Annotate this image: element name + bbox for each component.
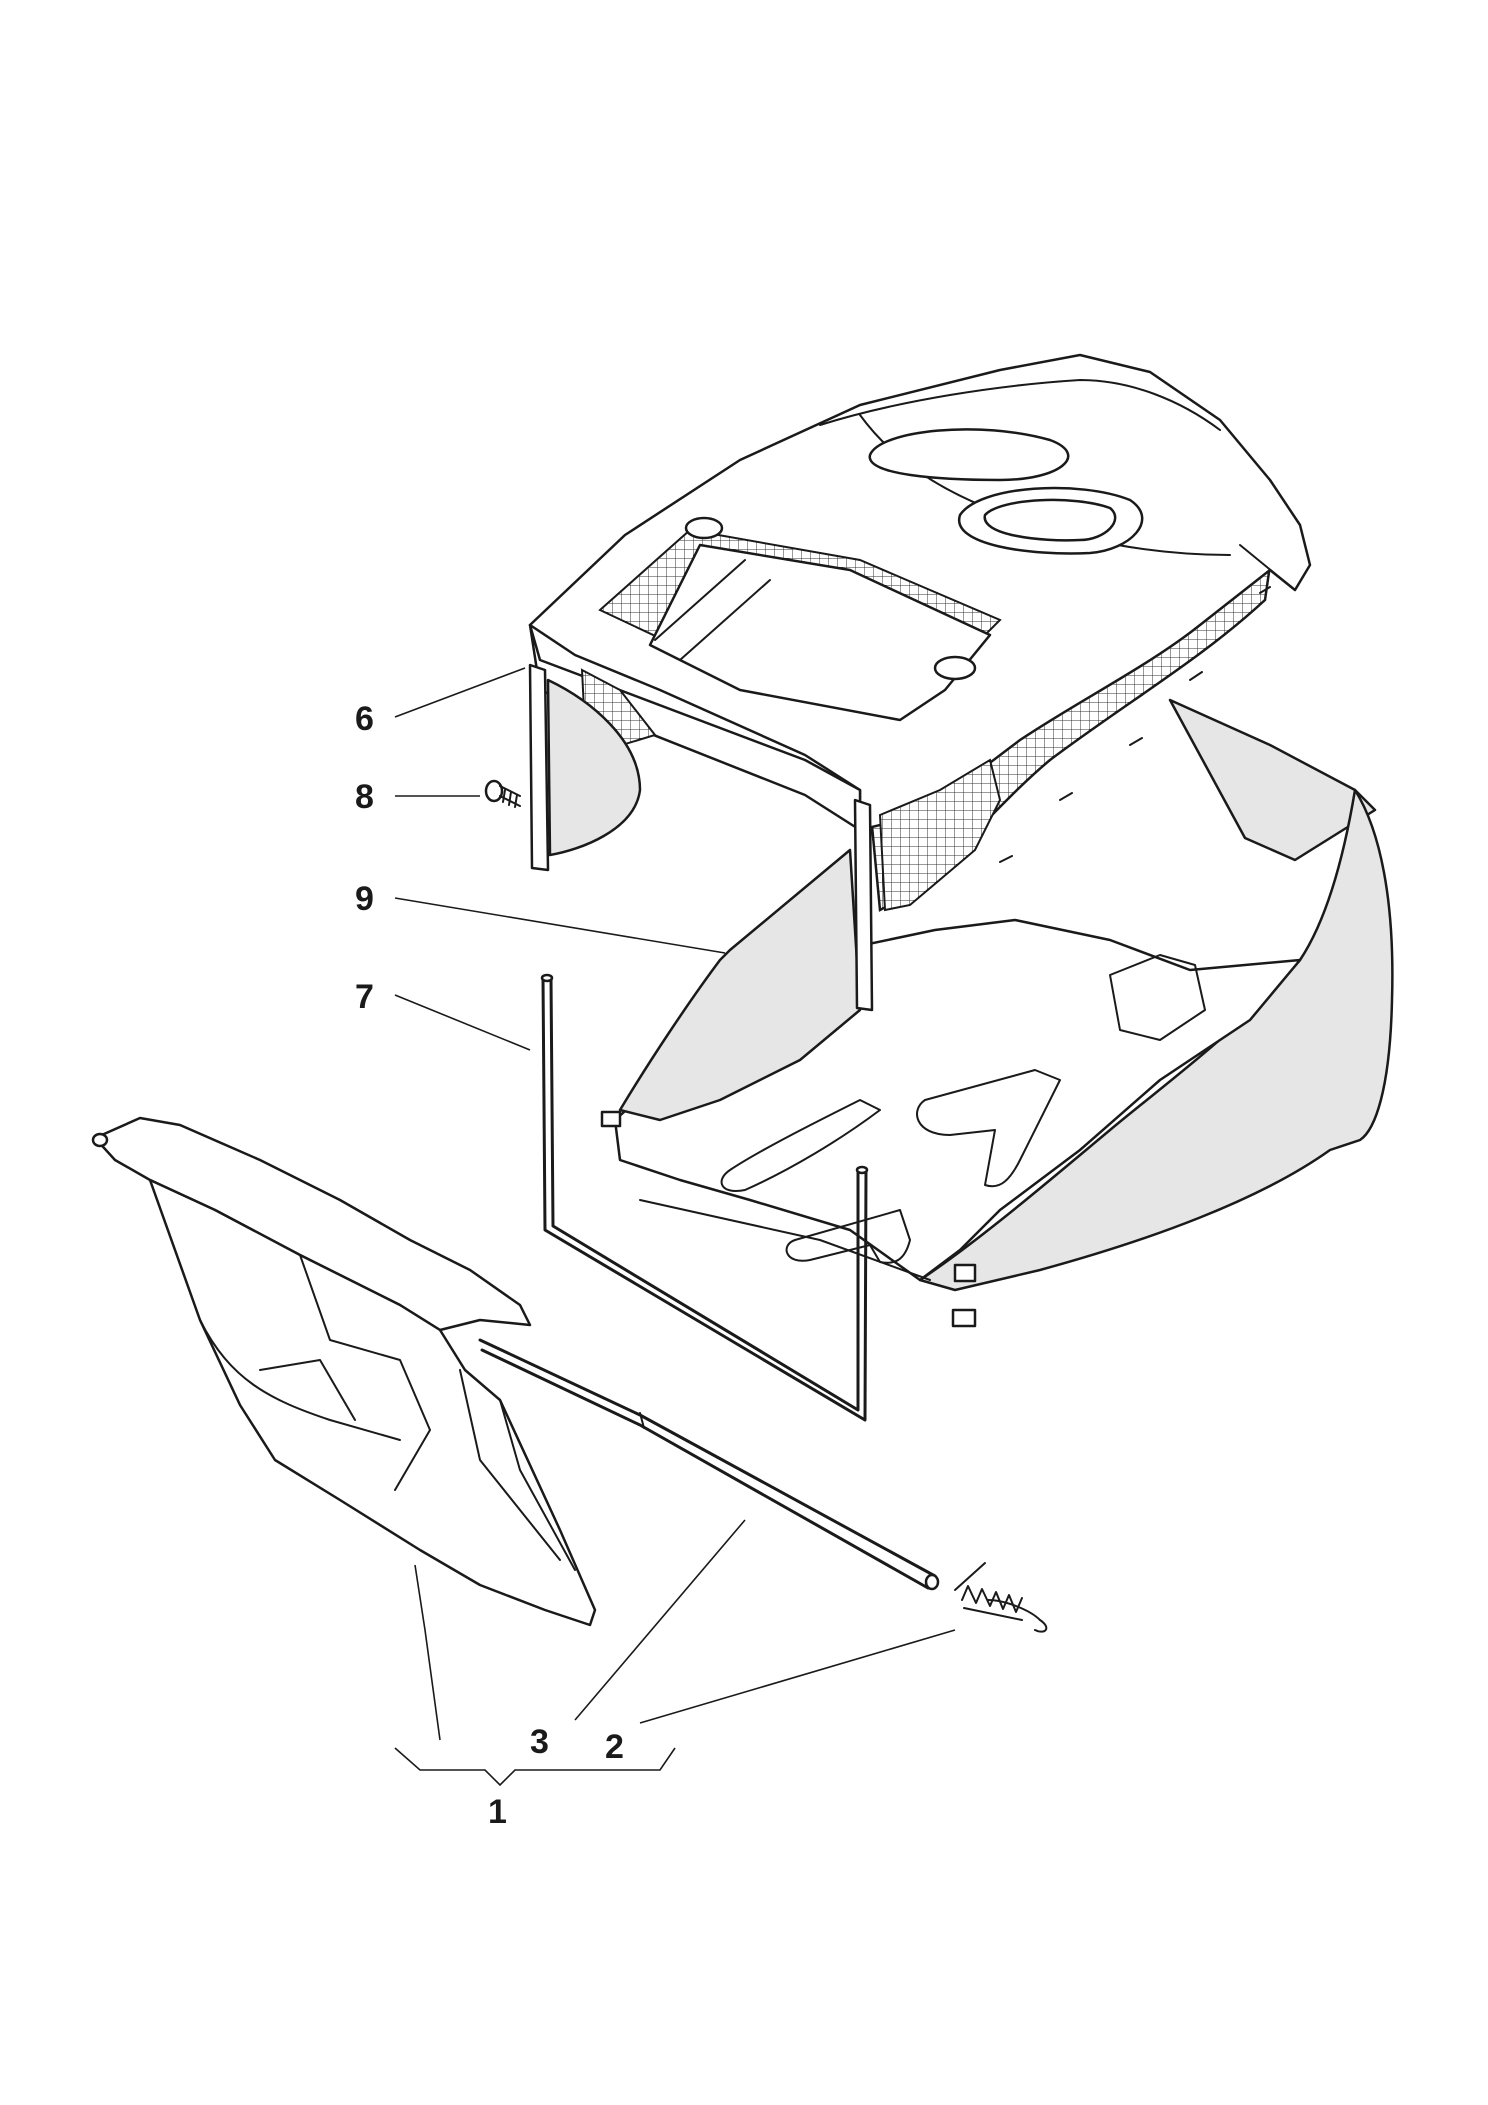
screw xyxy=(484,779,521,808)
frame-rod xyxy=(540,973,869,1422)
callout-6: 6 xyxy=(355,700,374,738)
rear-flap xyxy=(91,1116,597,1627)
torsion-spring xyxy=(954,1562,1048,1633)
callout-8: 8 xyxy=(355,778,374,816)
grass-bag-fabric xyxy=(600,698,1394,1328)
callout-7: 7 xyxy=(355,978,374,1016)
hinge-rod xyxy=(478,1338,940,1591)
callout-1: 1 xyxy=(488,1793,507,1831)
callout-9: 9 xyxy=(355,880,374,918)
callout-3: 3 xyxy=(530,1723,549,1761)
leader-lines xyxy=(394,667,956,1787)
grass-bag-top-cover xyxy=(528,353,1312,1012)
callout-2: 2 xyxy=(605,1728,624,1766)
